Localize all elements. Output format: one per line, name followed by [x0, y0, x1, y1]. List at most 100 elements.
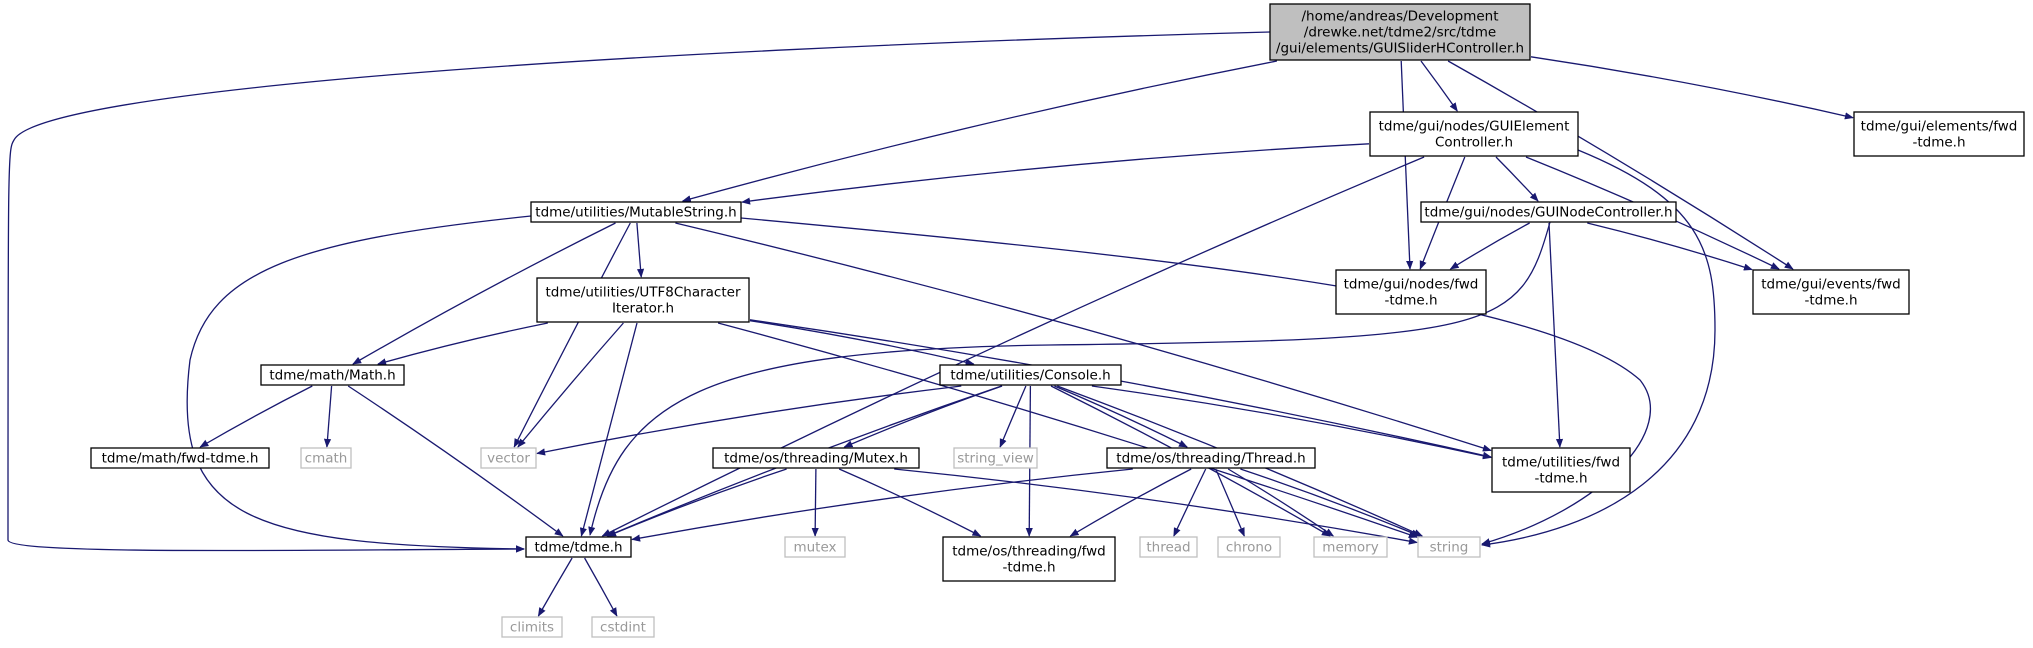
node-box	[1335, 269, 1487, 315]
node-box	[260, 364, 405, 386]
edge-mutex_h-to-string	[894, 468, 1418, 545]
node-label: -tdme.h	[1384, 292, 1437, 308]
nodes-layer: /home/andreas/Development/drewke.net/tdm…	[90, 3, 2025, 638]
node-box	[939, 364, 1122, 386]
node-threadfwd[interactable]: tdme/os/threading/fwd-tdme.h	[942, 536, 1116, 582]
node-box	[501, 616, 563, 638]
node-label: thread	[1146, 539, 1190, 555]
node-label: tdme/os/threading/Thread.h	[1116, 450, 1305, 466]
edge-console-to-vector	[536, 385, 962, 456]
node-utilfwd[interactable]: tdme/utilities/fwd-tdme.h	[1491, 447, 1631, 493]
node-cmath: cmath	[300, 447, 352, 469]
edge-gec-to-tdme	[601, 156, 1425, 537]
node-label: cmath	[305, 450, 348, 466]
node-label: memory	[1322, 539, 1378, 555]
edge-root-to-eventsfwd	[1447, 60, 1794, 270]
node-box	[300, 447, 352, 469]
node-label: tdme/os/threading/Mutex.h	[724, 450, 908, 466]
edge-gec-to-gnc	[1495, 156, 1539, 202]
node-box	[90, 447, 270, 469]
node-label: tdme/utilities/MutableString.h	[535, 204, 736, 220]
node-box	[591, 616, 655, 638]
edge-gnc-to-eventsfwd	[1587, 222, 1753, 271]
node-box	[784, 536, 846, 558]
node-thread_h[interactable]: tdme/os/threading/Thread.h	[1106, 447, 1316, 469]
node-box	[1313, 536, 1388, 558]
node-mutex_h[interactable]: tdme/os/threading/Mutex.h	[712, 447, 920, 469]
edge-mutex_h-to-mutex	[811, 468, 819, 537]
edge-thread_h-to-thread	[1173, 468, 1207, 537]
node-elemfwd[interactable]: tdme/gui/elements/fwd-tdme.h	[1853, 111, 2025, 157]
node-label: string_view	[957, 450, 1034, 466]
edge-console-to-thread_h	[1054, 385, 1188, 448]
node-mathfwd[interactable]: tdme/math/fwd-tdme.h	[90, 447, 270, 469]
node-chrono: chrono	[1217, 536, 1281, 558]
node-nodesfwd[interactable]: tdme/gui/nodes/fwd-tdme.h	[1335, 269, 1487, 315]
node-tdme[interactable]: tdme/tdme.h	[525, 536, 632, 558]
edge-thread_h-to-string	[1240, 468, 1421, 537]
node-label: tdme/tdme.h	[534, 539, 622, 555]
node-ms[interactable]: tdme/utilities/MutableString.h	[530, 201, 742, 223]
node-label: tdme/utilities/Console.h	[950, 367, 1110, 383]
node-label: tdme/gui/nodes/GUIElement	[1379, 118, 1570, 134]
node-label: -tdme.h	[1912, 134, 1965, 150]
node-label: tdme/math/Math.h	[269, 367, 395, 383]
node-math[interactable]: tdme/math/Math.h	[260, 364, 405, 386]
node-label: /gui/elements/GUISliderHController.h	[1276, 40, 1524, 56]
node-label: chrono	[1226, 539, 1272, 555]
edge-ms-to-string	[740, 217, 1652, 546]
node-box	[480, 447, 537, 469]
node-vector: vector	[480, 447, 537, 469]
node-memory: memory	[1313, 536, 1388, 558]
node-gnc[interactable]: tdme/gui/nodes/GUINodeController.h	[1420, 201, 1677, 223]
node-label: tdme/gui/elements/fwd	[1861, 118, 2018, 134]
node-label: vector	[487, 450, 530, 466]
edge-utf8-to-console	[749, 320, 975, 366]
node-box	[525, 536, 632, 558]
node-eventsfwd[interactable]: tdme/gui/events/fwd-tdme.h	[1752, 269, 1910, 315]
edge-ms-to-tdme	[186, 215, 532, 553]
node-label: string	[1430, 539, 1469, 555]
node-climits: climits	[501, 616, 563, 638]
node-box	[1217, 536, 1281, 558]
node-box	[530, 201, 742, 223]
node-box	[1369, 111, 1579, 157]
node-box	[1752, 269, 1910, 315]
node-label: mutex	[793, 539, 836, 555]
edge-console-to-utilfwd	[1091, 385, 1492, 460]
node-label: cstdint	[600, 619, 646, 635]
edge-utf8-to-string	[717, 322, 1418, 538]
edge-gnc-to-tdme	[588, 221, 1551, 536]
node-label: climits	[510, 619, 554, 635]
node-console[interactable]: tdme/utilities/Console.h	[939, 364, 1122, 386]
edge-thread_h-to-threadfwd	[1069, 468, 1192, 537]
node-label: tdme/gui/nodes/fwd	[1344, 276, 1479, 292]
node-label: Controller.h	[1435, 134, 1513, 150]
node-box	[1420, 201, 1677, 223]
edge-ms-to-utilfwd	[675, 222, 1492, 452]
edge-console-to-mutex_h	[843, 385, 1003, 448]
node-label: tdme/math/fwd-tdme.h	[102, 450, 259, 466]
edge-mutex_h-to-threadfwd	[838, 468, 982, 537]
node-box	[1106, 447, 1316, 469]
node-box	[942, 536, 1116, 582]
edge-math-to-mathfwd	[199, 385, 313, 448]
edge-gec-to-ms	[741, 143, 1370, 205]
node-box	[1139, 536, 1198, 558]
node-root[interactable]: /home/andreas/Development/drewke.net/tdm…	[1269, 3, 1531, 61]
node-mutex: mutex	[784, 536, 846, 558]
node-label: tdme/gui/nodes/GUINodeController.h	[1424, 204, 1672, 220]
edge-utf8-to-math	[377, 322, 548, 366]
node-label: tdme/gui/events/fwd	[1761, 276, 1900, 292]
node-label: /drewke.net/tdme2/src/tdme	[1304, 24, 1496, 40]
edge-tdme-to-climits	[537, 557, 573, 617]
edge-console-to-string_view	[999, 385, 1027, 448]
node-string_view: string_view	[953, 447, 1038, 469]
node-label: -tdme.h	[1002, 559, 1055, 575]
edge-ms-to-math	[352, 222, 616, 365]
node-thread: thread	[1139, 536, 1198, 558]
node-box	[1853, 111, 2025, 157]
edge-ms-to-utf8	[636, 222, 645, 278]
